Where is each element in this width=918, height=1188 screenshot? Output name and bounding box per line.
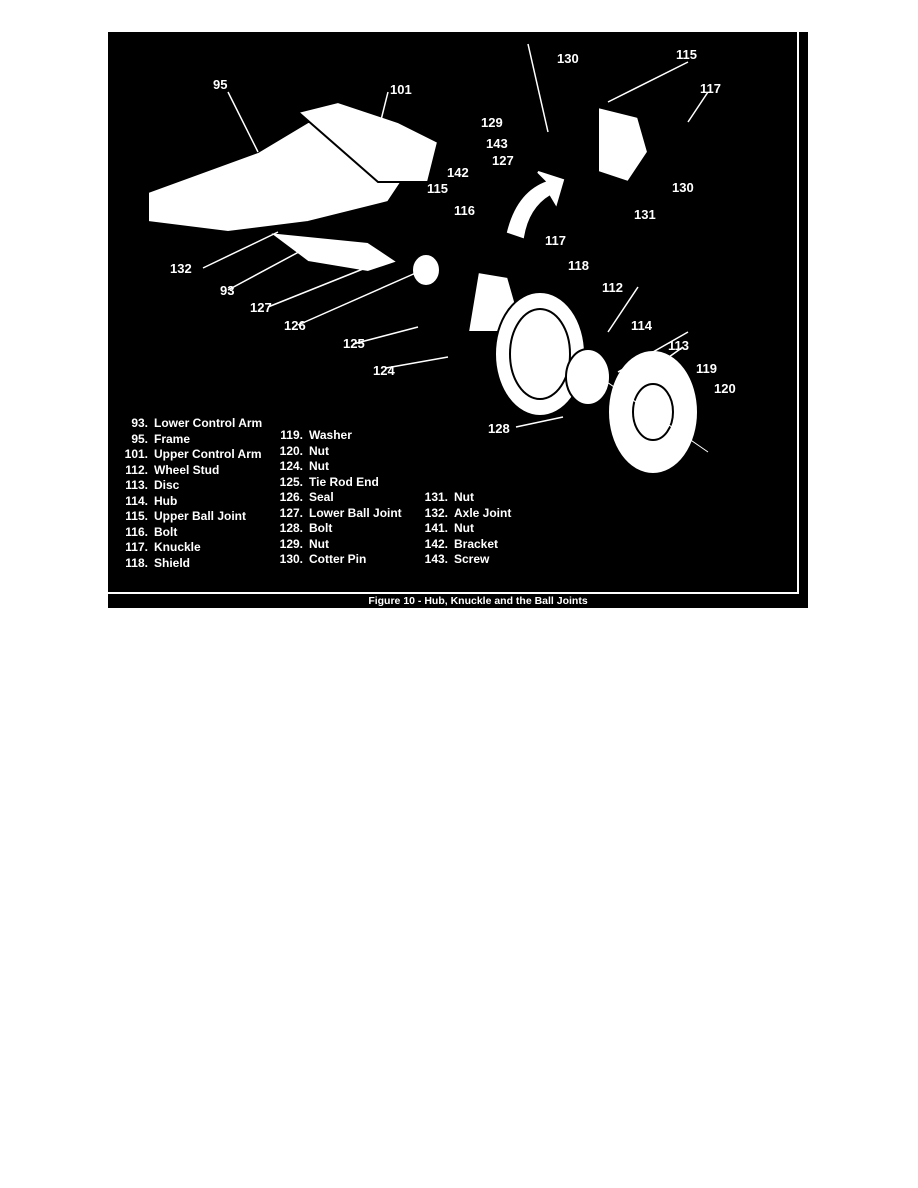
legend-item: 129.Nut [279,536,329,551]
callout-95: 95 [213,77,228,92]
callout-101: 101 [390,82,412,97]
legend-item: 119.Washer [280,428,352,442]
legend-item: 93.Lower Control Arm [131,416,263,430]
callout-130: 130 [672,180,694,195]
legend-item: 125.Tie Rod End [279,474,379,489]
callout-126: 126 [284,318,306,333]
legend-item: 115.Upper Ball Joint [125,509,247,523]
callout-124: 124 [373,363,395,378]
callout-127: 127 [250,300,272,315]
callout-115: 115 [427,181,448,196]
callout-129: 129 [481,115,503,130]
legend-item: 116.Bolt [125,524,178,539]
legend-column-1: 93.Lower Control Arm 95.Frame 101.Upper … [108,416,263,571]
legend-item: 124.Nut [279,459,329,473]
legend-column-3: 131.Nut 132.Axle Joint 141.Nut 142.Brack… [408,490,512,568]
figure-10-diagram: 95 101 130 115 117 129 143 127 142 141 1… [108,32,808,608]
legend-item: 112.Wheel Stud [125,462,220,477]
legend-column-2: 119.Washer 120.Nut 124.Nut 125.Tie Rod E… [263,428,402,568]
legend-item: 118.Shield [125,555,191,570]
legend-item: 128.Bolt [279,521,333,535]
callout-143: 143 [486,136,508,151]
legend-item: 113.Disc [125,478,180,492]
callout-117: 117 [545,233,566,248]
legend-item: 117.Knuckle [125,540,201,554]
callout-93: 93 [220,283,235,298]
callout-118: 118 [568,258,589,273]
legend-item: 126.Seal [279,490,334,504]
legend-item: 114.Hub [125,493,178,508]
legend-item: 130.Cotter Pin [279,552,367,566]
callout-141: 141 [536,183,558,198]
callout-130: 130 [557,51,579,66]
legend-item: 143.Screw [424,552,490,566]
callout-128: 128 [488,421,510,436]
callout-113: 113 [668,338,689,353]
legend-item: 142.Bracket [424,536,499,551]
callout-115: 115 [676,47,697,62]
frame-divider-vertical [797,32,799,594]
legend-item: 120.Nut [279,443,329,458]
callout-125: 125 [343,336,365,351]
legend-item: 95.Frame [131,431,191,446]
legend-item: 141.Nut [424,521,474,535]
suspension-exploded-drawing [147,43,709,475]
callout-114: 114 [631,318,652,333]
legend-item: 132.Axle Joint [424,505,512,520]
callout-119: 119 [696,361,717,376]
callout-120: 120 [714,381,736,396]
callout-132: 132 [170,261,192,276]
figure-caption: Figure 10 - Hub, Knuckle and the Ball Jo… [368,595,588,607]
callout-117: 117 [700,81,721,96]
callout-116: 116 [454,203,475,218]
callout-112: 112 [602,280,623,295]
callout-131: 131 [634,207,656,222]
legend-item: 131.Nut [424,490,474,504]
legend-item: 127.Lower Ball Joint [279,505,402,520]
callout-127: 127 [492,153,514,168]
legend-item: 101.Upper Control Arm [124,447,262,461]
frame-divider-horizontal [108,592,799,594]
callout-142: 142 [447,165,469,180]
